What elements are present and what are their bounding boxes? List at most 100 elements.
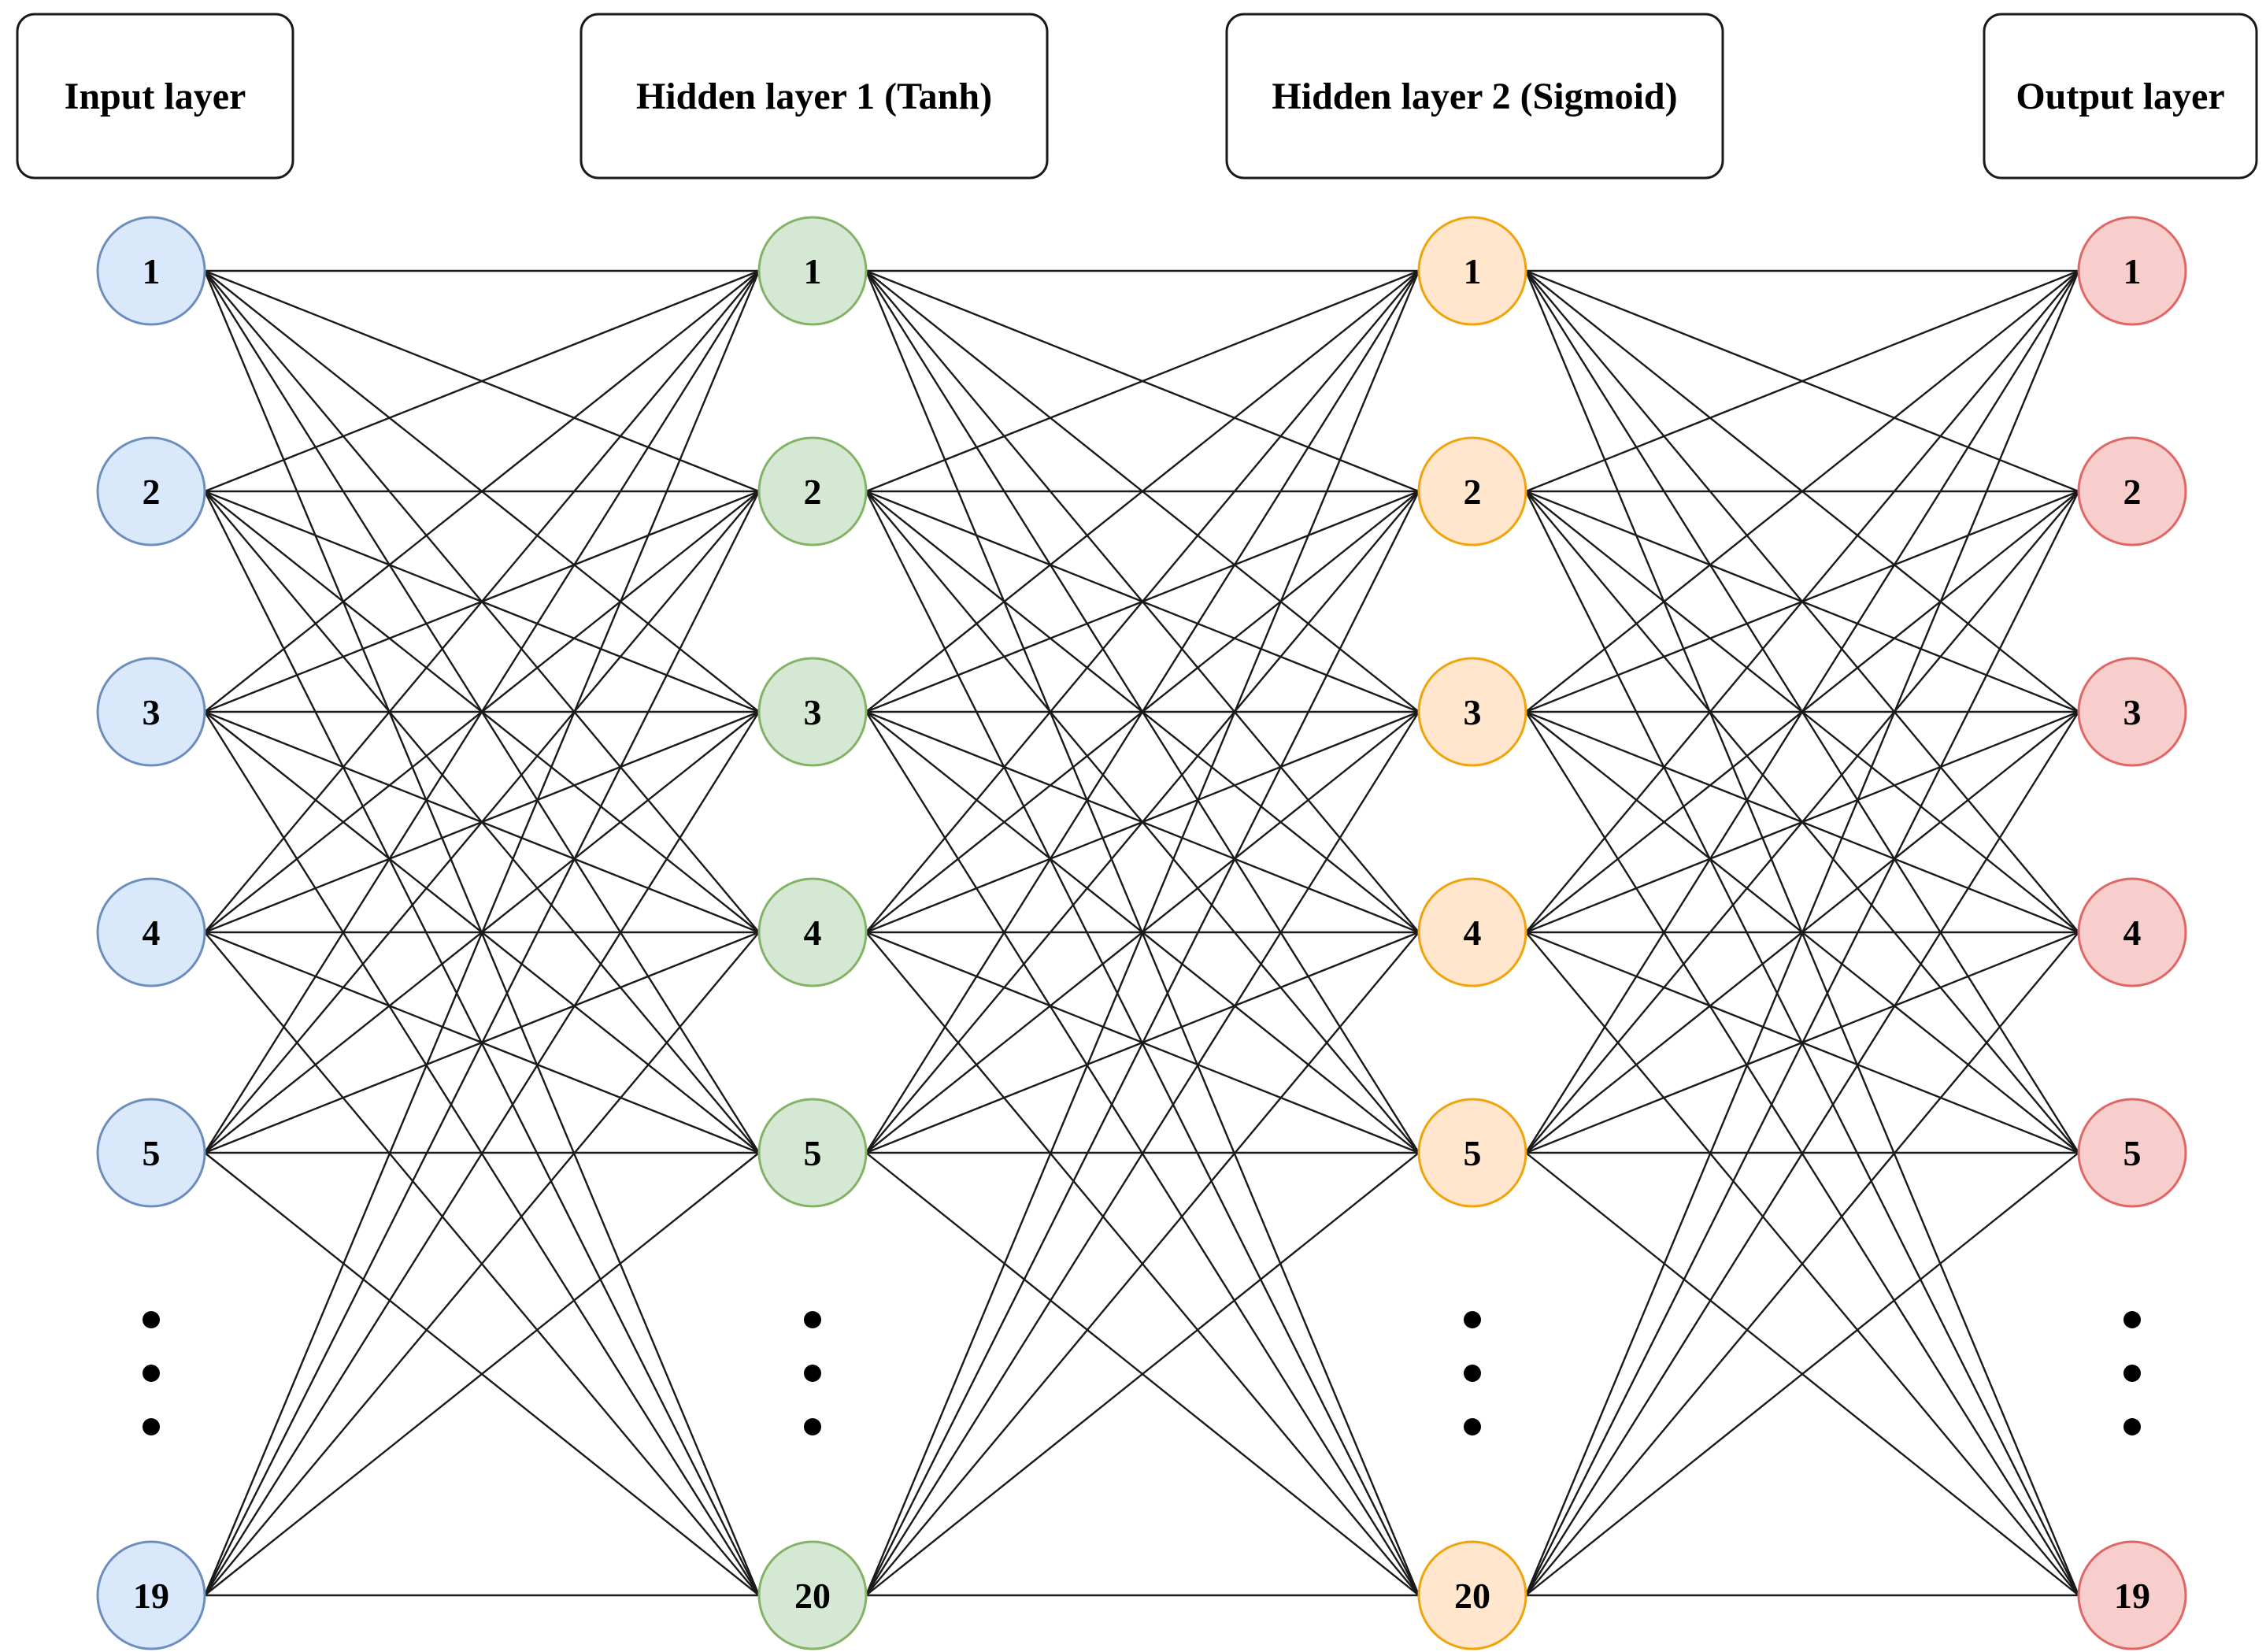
output-node-4: 4 — [2077, 877, 2187, 987]
output-node-circle — [2077, 216, 2187, 326]
hidden1-node-circle — [757, 1540, 868, 1650]
hidden2-node-label: 5 — [1464, 1133, 1482, 1173]
edge-hidden2-2-output-0 — [1525, 270, 2079, 713]
edge-hidden1-2-hidden2-0 — [865, 270, 1420, 713]
hidden2-node-circle — [1417, 1540, 1527, 1650]
input-node-label: 3 — [143, 692, 161, 732]
hidden2-node-circle — [1417, 216, 1527, 326]
input-node-label: 2 — [143, 472, 161, 512]
hidden1-ellipsis-dot — [804, 1311, 821, 1328]
input-node-label: 5 — [143, 1133, 161, 1173]
hidden2-node-5: 5 — [1417, 1098, 1527, 1208]
hidden2-node-2: 2 — [1417, 436, 1527, 546]
hidden2-node-3: 3 — [1417, 657, 1527, 767]
edge-input-3-hidden1-0 — [204, 270, 760, 933]
input-ellipsis-dot — [143, 1365, 160, 1382]
hidden1-node-label: 3 — [804, 692, 822, 732]
output-node-2: 2 — [2077, 436, 2187, 546]
input-node-circle — [96, 1098, 206, 1208]
input-node-circle — [96, 657, 206, 767]
input-node-circle — [96, 877, 206, 987]
hidden1-node-5: 5 — [757, 1098, 868, 1208]
output-node-label: 2 — [2123, 472, 2142, 512]
output-node-1: 1 — [2077, 216, 2187, 326]
output-node-circle — [2077, 877, 2187, 987]
connections-group — [203, 269, 2080, 1597]
input-node-circle — [96, 436, 206, 546]
hidden1-node-label: 1 — [804, 251, 822, 291]
edge-hidden2-3-output-0 — [1525, 270, 2079, 933]
output-header-box — [1983, 13, 2258, 180]
edge-hidden1-5-hidden2-0 — [865, 270, 1420, 1596]
input-node-circle — [96, 216, 206, 326]
edge-input-4-hidden1-1 — [204, 491, 760, 1154]
edge-hidden1-4-hidden2-0 — [865, 270, 1420, 1154]
hidden1-node-label: 2 — [804, 472, 822, 512]
output-node-label: 5 — [2123, 1133, 2142, 1173]
edge-input-4-hidden1-0 — [203, 270, 761, 1154]
output-node-3: 3 — [2077, 657, 2187, 767]
input-ellipsis-dot — [143, 1418, 160, 1435]
hidden2-node-label: 2 — [1464, 472, 1482, 512]
hidden1-header-box — [579, 13, 1049, 180]
input-header-title: Input layer — [65, 76, 246, 117]
edge-input-5-hidden1-2 — [203, 711, 761, 1596]
hidden2-header-box — [1225, 13, 1724, 180]
edge-hidden1-5-hidden2-4 — [865, 1152, 1420, 1596]
input-node-4: 4 — [96, 877, 206, 987]
hidden2-node-label: 20 — [1454, 1576, 1490, 1616]
edge-hidden1-1-hidden2-0 — [865, 269, 1420, 493]
nodes-group: 1 2 3 4 5 19 1 2 3 4 5 20 1 2 3 4 5 20 1 2 3 4 5 19 — [96, 216, 2187, 1650]
hidden1-node-2: 2 — [757, 436, 868, 546]
edge-hidden2-4-output-1 — [1525, 491, 2079, 1154]
hidden2-ellipsis-dot — [1464, 1418, 1481, 1435]
hidden1-ellipsis-dot — [804, 1365, 821, 1382]
hidden2-node-circle — [1417, 1098, 1527, 1208]
input-node-19: 19 — [96, 1540, 206, 1650]
edge-hidden1-4-hidden2-1 — [865, 491, 1420, 1154]
input-header-box — [16, 13, 294, 180]
output-ellipsis-dot — [2123, 1311, 2141, 1328]
hidden2-node-circle — [1417, 657, 1527, 767]
output-node-label: 3 — [2123, 692, 2142, 732]
edge-hidden2-5-output-1 — [1524, 491, 2080, 1596]
hidden2-ellipsis-dot — [1464, 1311, 1481, 1328]
output-node-label: 19 — [2114, 1576, 2150, 1616]
edge-input-5-hidden1-1 — [203, 491, 761, 1596]
input-node-3: 3 — [96, 657, 206, 767]
hidden1-node-circle — [757, 657, 868, 767]
hidden1-node-label: 5 — [804, 1133, 822, 1173]
input-node-label: 4 — [143, 913, 161, 953]
output-node-circle — [2077, 1098, 2187, 1208]
hidden2-node-circle — [1417, 436, 1527, 546]
hidden1-header-title: Hidden layer 1 (Tanh) — [636, 76, 992, 117]
edge-input-1-hidden1-0 — [204, 269, 760, 493]
hidden2-node-4: 4 — [1417, 877, 1527, 987]
edge-hidden2-5-output-0 — [1524, 270, 2080, 1596]
input-node-1: 1 — [96, 216, 206, 326]
edge-hidden2-5-output-3 — [1525, 932, 2079, 1596]
edge-input-5-hidden1-4 — [204, 1152, 760, 1596]
hidden1-node-circle — [757, 436, 868, 546]
output-node-label: 1 — [2123, 251, 2142, 291]
hidden2-node-label: 1 — [1464, 251, 1482, 291]
input-node-label: 19 — [133, 1576, 169, 1616]
output-node-circle — [2077, 436, 2187, 546]
output-node-5: 5 — [2077, 1098, 2187, 1208]
edge-input-2-hidden1-0 — [204, 270, 760, 713]
hidden1-node-4: 4 — [757, 877, 868, 987]
output-node-label: 4 — [2123, 913, 2142, 953]
input-node-circle — [96, 1540, 206, 1650]
hidden1-node-circle — [757, 216, 868, 326]
edge-input-5-hidden1-0 — [203, 270, 761, 1596]
input-node-2: 2 — [96, 436, 206, 546]
output-ellipsis-dot — [2123, 1418, 2141, 1435]
output-ellipsis-dot — [2123, 1365, 2141, 1382]
hidden1-node-20: 20 — [757, 1540, 868, 1650]
hidden2-header-title: Hidden layer 2 (Sigmoid) — [1272, 76, 1677, 117]
hidden1-node-circle — [757, 1098, 868, 1208]
output-node-circle — [2077, 1540, 2187, 1650]
edge-hidden2-5-output-2 — [1524, 711, 2080, 1596]
hidden2-ellipsis-dot — [1464, 1365, 1481, 1382]
